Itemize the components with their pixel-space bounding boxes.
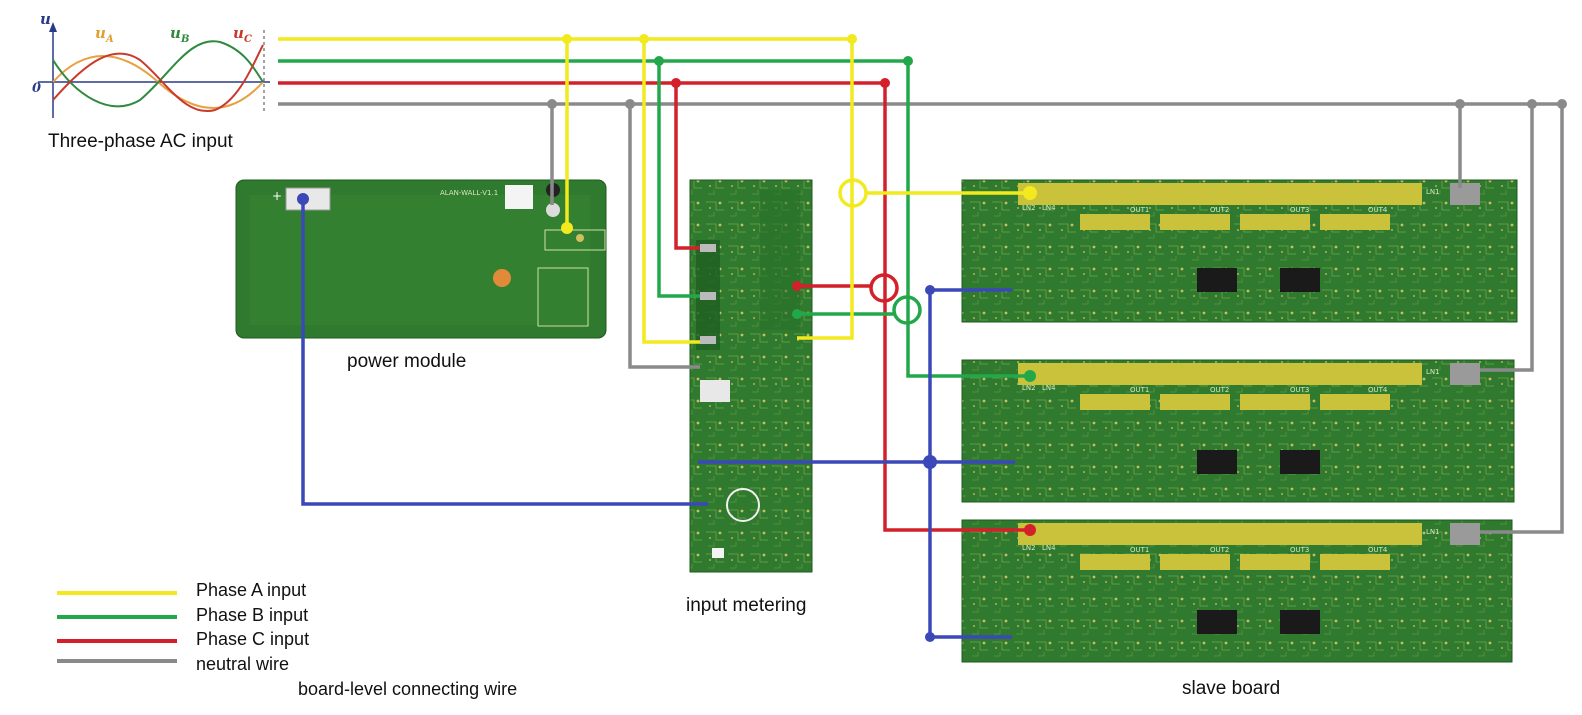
svg-text:OUT4: OUT4: [1368, 386, 1388, 394]
slave-board-1: OUT1 OUT2 OUT3 OUT4 LN1 LN2 LN4: [961, 179, 1518, 323]
phase-c-wave: [52, 44, 264, 113]
phase-c-wave-label: u: [233, 24, 244, 42]
input-metering-label: input metering: [686, 595, 807, 616]
legend-swatches: [57, 591, 285, 692]
svg-text:OUT1: OUT1: [1130, 546, 1149, 554]
svg-text:A: A: [105, 34, 114, 45]
legend-neutral-label: neutral wire: [196, 654, 290, 674]
svg-text:OUT2: OUT2: [1210, 546, 1229, 554]
neutral-junctions: [547, 99, 1567, 109]
input-metering-board: [689, 179, 813, 573]
svg-text:OUT4: OUT4: [1368, 206, 1388, 214]
phase-c-wires: [278, 81, 1030, 532]
svg-text:LN2: LN2: [1022, 544, 1036, 552]
svg-text:OUT2: OUT2: [1210, 386, 1229, 394]
zero-label: 0: [32, 81, 41, 96]
svg-text:OUT3: OUT3: [1290, 386, 1309, 394]
svg-text:ALAN-WALL-V1.1: ALAN-WALL-V1.1: [440, 189, 498, 197]
svg-text:OUT2: OUT2: [1210, 206, 1229, 214]
svg-text:LN1: LN1: [1426, 368, 1440, 376]
svg-text:LN4: LN4: [1042, 384, 1056, 392]
three-phase-waveform: u 0 u A u B u C: [32, 10, 270, 118]
svg-text:LN4: LN4: [1042, 204, 1056, 212]
legend-board-wire-label: board-level connecting wire: [298, 679, 518, 699]
svg-text:LN4: LN4: [1042, 544, 1056, 552]
svg-text:B: B: [180, 34, 189, 45]
slave-board-label: slave board: [1182, 678, 1281, 699]
svg-text:LN2: LN2: [1022, 384, 1036, 392]
ac-input-label: Three-phase AC input: [48, 131, 233, 152]
svg-text:+: +: [272, 189, 282, 203]
slave-board-3: OUT1 OUT2 OUT3 OUT4 LN1 LN2 LN4: [961, 519, 1513, 663]
phase-a-ct-ring: [838, 178, 868, 208]
svg-text:C: C: [244, 34, 252, 45]
phase-b-wave-label: u: [170, 24, 181, 42]
phase-b-ct-ring: [892, 295, 922, 325]
svg-text:LN1: LN1: [1426, 528, 1440, 536]
board-level-wires: [301, 199, 1015, 639]
svg-text:LN2: LN2: [1022, 204, 1036, 212]
phase-b-wires: [278, 59, 1030, 378]
svg-text:OUT4: OUT4: [1368, 546, 1388, 554]
power-module-board: + ALAN-WALL-V1.1: [235, 179, 607, 339]
phase-c-ct-ring: [869, 273, 899, 303]
phase-a-wave-label: u: [95, 24, 106, 42]
svg-text:OUT1: OUT1: [1130, 386, 1149, 394]
svg-text:OUT3: OUT3: [1290, 206, 1309, 214]
slave-board-2: OUT1 OUT2 OUT3 OUT4 LN1 LN2 LN4: [961, 359, 1515, 503]
legend-phase-b-label: Phase B input: [196, 605, 309, 625]
power-module-label: power module: [347, 351, 467, 372]
svg-text:OUT1: OUT1: [1130, 206, 1149, 214]
u-axis-label: u: [40, 10, 51, 28]
svg-text:OUT3: OUT3: [1290, 546, 1309, 554]
neutral-wires: [278, 102, 1564, 534]
legend-phase-c-label: Phase C input: [196, 629, 310, 649]
legend-phase-a-label: Phase A input: [196, 580, 307, 600]
phase-b-wave: [52, 40, 264, 108]
svg-text:LN1: LN1: [1426, 188, 1440, 196]
